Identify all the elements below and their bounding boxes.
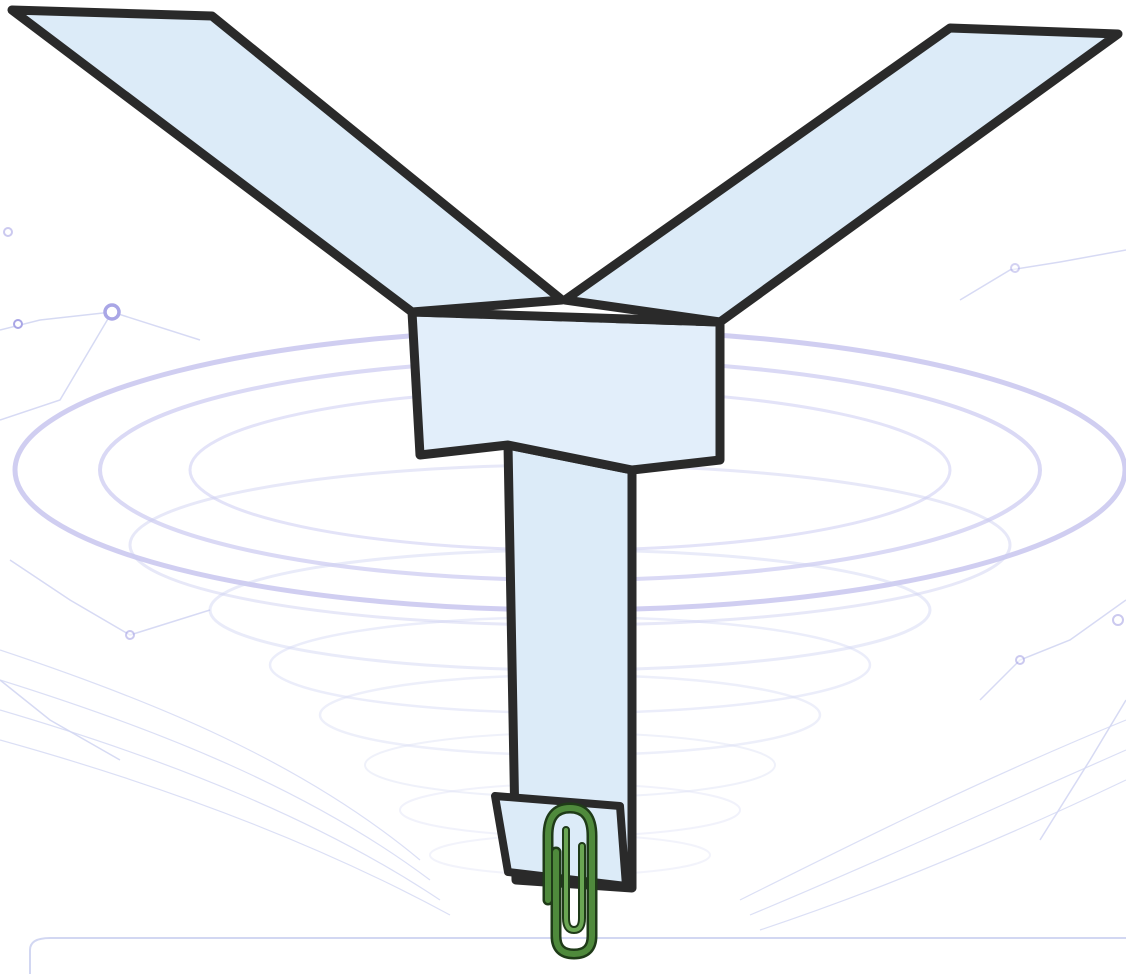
left-rotor-blade [12,10,562,312]
body-panel [412,312,720,470]
right-rotor-blade [565,28,1118,322]
